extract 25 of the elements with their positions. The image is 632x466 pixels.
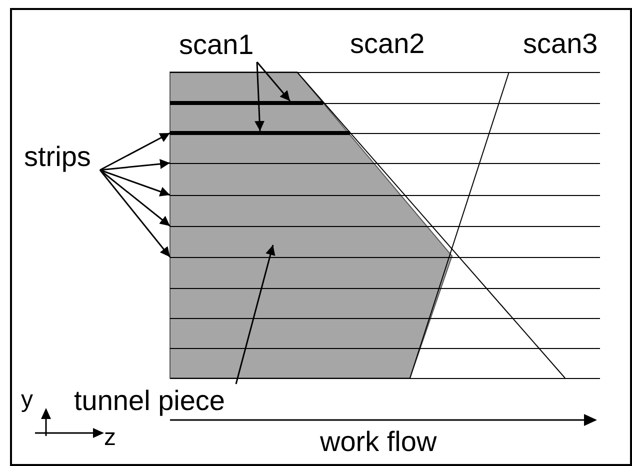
strip-line xyxy=(170,348,600,349)
axis-label: y xyxy=(21,386,33,414)
tunnel-piece-shape xyxy=(170,72,453,378)
leader-line xyxy=(100,169,170,196)
strip-line xyxy=(170,257,600,258)
leader-line xyxy=(100,169,170,227)
direction-label: work flow xyxy=(320,426,437,458)
strip-line xyxy=(170,288,600,289)
strip-line xyxy=(170,318,600,319)
scan-label: scan2 xyxy=(350,28,425,60)
leader-line xyxy=(254,62,265,132)
leader-line xyxy=(100,159,170,171)
leader-line xyxy=(100,132,170,171)
strip-line xyxy=(170,163,600,164)
scan-label: scan1 xyxy=(179,28,261,62)
leader-line xyxy=(99,170,171,258)
tunnel-piece-label: tunnel piece xyxy=(74,384,246,418)
scan-label: scan3 xyxy=(523,28,598,60)
strips-label: strips xyxy=(24,140,100,174)
strip-line xyxy=(170,378,600,379)
leader-line xyxy=(256,62,291,102)
axis-label: z xyxy=(104,424,116,452)
strip-line xyxy=(170,195,600,196)
strip-line xyxy=(170,72,600,73)
strip-line xyxy=(170,226,600,227)
